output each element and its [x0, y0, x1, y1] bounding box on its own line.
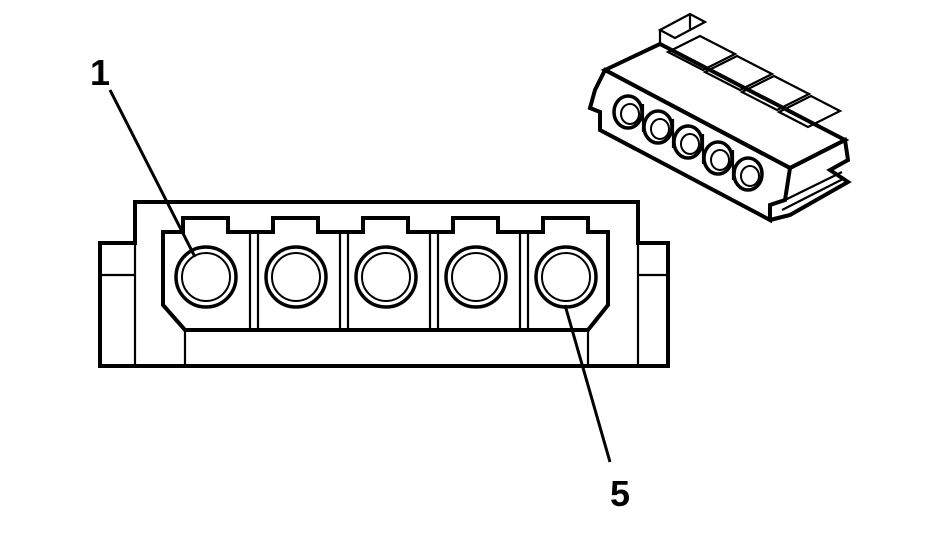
terminal-4: [444, 245, 508, 309]
terminal-1: [174, 245, 238, 309]
left-ear-detail: [100, 243, 137, 366]
connector-face: [98, 200, 670, 368]
iso-terminal-5: [732, 156, 764, 192]
terminal-2: [264, 245, 328, 309]
callout-label-1: 1: [90, 52, 110, 93]
iso-side-face: [769, 136, 852, 222]
iso-terminal-3: [672, 124, 704, 160]
iso-terminal-2: [642, 109, 674, 145]
iso-top-ribs: [657, 12, 843, 129]
cavity-dividers: [248, 232, 530, 330]
leader-line-1: [108, 89, 197, 258]
callout-5: 5: [563, 304, 630, 514]
iso-terminal-1: [612, 94, 644, 130]
right-ear-detail: [636, 243, 668, 366]
iso-side-ribs: [781, 171, 846, 211]
terminal-3: [354, 245, 418, 309]
lower-shelf: [183, 330, 590, 366]
connector-body-outline: [98, 200, 670, 368]
connector-isometric-view: [587, 12, 852, 224]
callout-label-5: 5: [610, 473, 630, 514]
terminal-5: [534, 245, 598, 309]
iso-terminal-4: [702, 140, 734, 176]
iso-cavity-dividers: [641, 104, 735, 180]
callout-1: 1: [90, 52, 197, 258]
iso-front-face: [587, 67, 793, 224]
cavity-band: [161, 216, 610, 332]
leader-line-5: [563, 304, 612, 463]
